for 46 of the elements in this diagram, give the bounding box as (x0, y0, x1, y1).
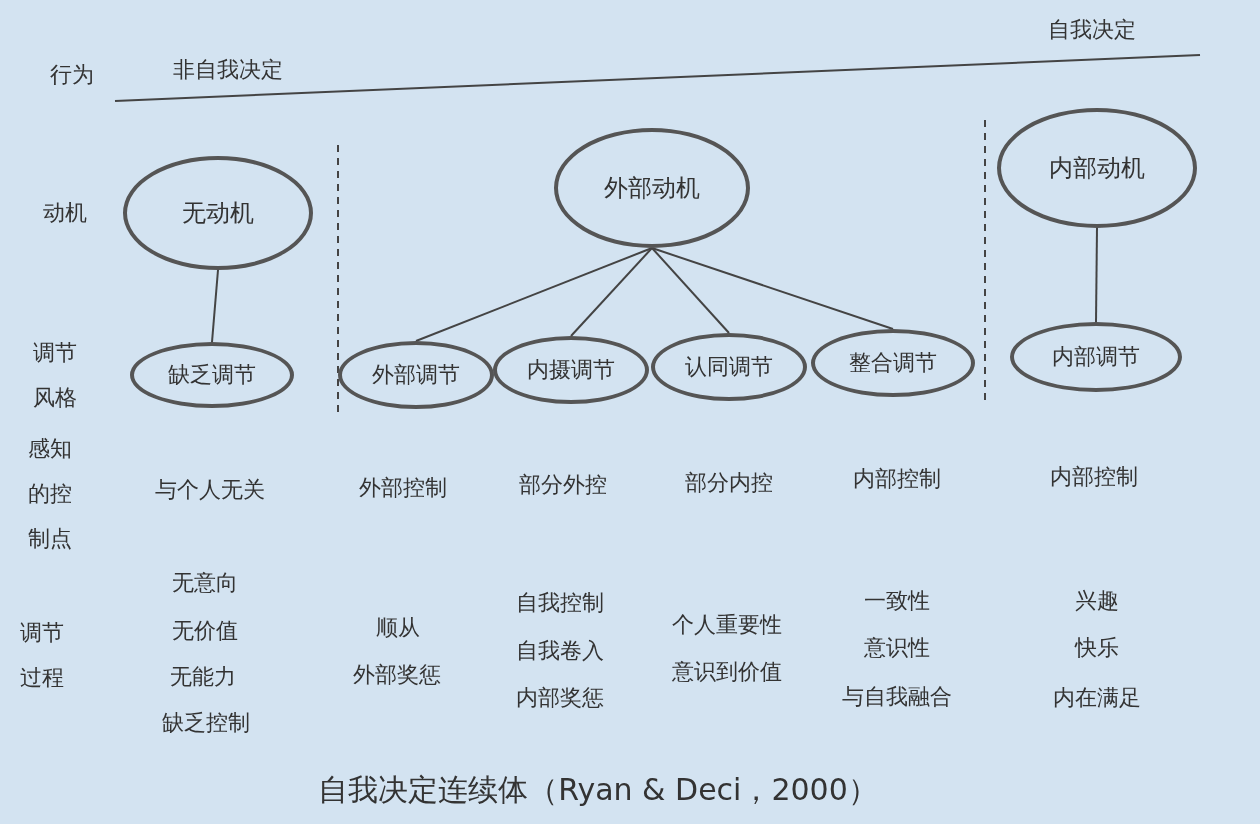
ellipse: 认同调节 (651, 333, 807, 401)
label: 内部控制 (1050, 463, 1138, 491)
label: 个人重要性 (672, 611, 782, 639)
label: 自我控制 (516, 589, 604, 617)
connector-line (1095, 227, 1098, 323)
label: 外部奖惩 (353, 661, 441, 689)
connector-line (211, 269, 219, 343)
connector-line (415, 247, 653, 342)
ellipse: 缺乏调节 (130, 342, 294, 408)
label: 无价值 (172, 617, 238, 645)
connector-line (651, 247, 730, 334)
label: 缺乏控制 (162, 709, 250, 737)
label: 与个人无关 (155, 476, 265, 504)
label: 快乐 (1075, 634, 1119, 662)
ellipse: 内部动机 (997, 108, 1197, 228)
row-label: 感知的控制点 (27, 434, 73, 553)
label: 自我决定 (1048, 16, 1136, 44)
row-label: 调节风格 (32, 339, 78, 412)
ellipse: 外部动机 (554, 128, 750, 248)
label: 无意向 (172, 569, 238, 597)
label: 部分内控 (685, 469, 773, 497)
label: 顺从 (376, 614, 420, 642)
label: 非自我决定 (173, 56, 283, 84)
ellipse: 内摄调节 (493, 336, 649, 404)
label: 外部控制 (359, 474, 447, 502)
label: 部分外控 (519, 471, 607, 499)
label: 一致性 (864, 587, 930, 615)
ellipse: 无动机 (123, 156, 313, 270)
connector-line (651, 247, 894, 330)
label: 兴趣 (1075, 587, 1119, 615)
label: 与自我融合 (842, 683, 952, 711)
label: 意识性 (864, 634, 930, 662)
label: 自我卷入 (516, 637, 604, 665)
label: 动机 (43, 199, 87, 227)
row-label: 调节过程 (19, 619, 65, 692)
caption: 自我决定连续体（Ryan & Deci，2000） (318, 770, 878, 809)
ellipse: 整合调节 (811, 329, 975, 397)
label: 内部控制 (853, 465, 941, 493)
label: 行为 (50, 61, 94, 89)
connector-line (570, 247, 653, 337)
label: 无能力 (170, 663, 236, 691)
label: 意识到价值 (672, 658, 782, 686)
label: 内部奖惩 (516, 684, 604, 712)
label: 内在满足 (1053, 684, 1141, 712)
ellipse: 外部调节 (338, 341, 494, 409)
ellipse: 内部调节 (1010, 322, 1182, 392)
